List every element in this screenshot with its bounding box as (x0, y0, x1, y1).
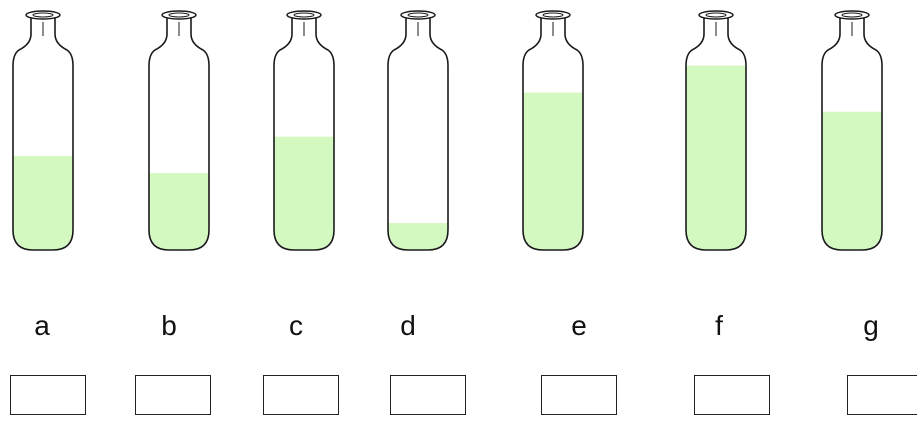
liquid-d (388, 223, 448, 250)
liquid-a (13, 155, 73, 250)
tube-rim-inner-e (542, 12, 564, 18)
tube-rim-g (834, 10, 870, 20)
tube-rim-inner-a (32, 12, 54, 18)
tube-label-b: b (161, 310, 177, 341)
tube-rim-inner-c (293, 12, 315, 18)
tube-rim-inner-b (168, 12, 190, 18)
tube-rim-a (25, 10, 61, 20)
tube-outline-c (273, 18, 335, 251)
tube-rim-f (698, 10, 734, 20)
tube-outline-b (148, 18, 210, 251)
liquid-g (822, 111, 882, 250)
answer-box-c[interactable] (263, 375, 339, 415)
tube-outline-d (387, 18, 449, 251)
test-tube-a (12, 10, 74, 251)
tube-label-g: g (863, 310, 879, 341)
test-tube-b (148, 10, 210, 251)
answer-box-e[interactable] (541, 375, 617, 415)
answer-box-a[interactable] (10, 375, 86, 415)
test-tube-d (387, 10, 449, 251)
answer-box-f[interactable] (694, 375, 770, 415)
tube-rim-inner-f (705, 12, 727, 18)
tube-outline-g (821, 18, 883, 251)
liquid-c (274, 136, 334, 250)
tube-rim-c (286, 10, 322, 20)
tube-rim-b (161, 10, 197, 20)
test-tube-c (273, 10, 335, 251)
liquid-b (149, 173, 209, 250)
test-tube-e (522, 10, 584, 251)
answer-box-b[interactable] (135, 375, 211, 415)
tube-outline-e (522, 18, 584, 251)
answer-box-g[interactable] (847, 375, 917, 415)
tube-label-f: f (715, 310, 723, 341)
test-tube-f (685, 10, 747, 251)
tube-rim-inner-g (841, 12, 863, 18)
tube-label-c: c (289, 310, 303, 341)
tube-label-d: d (400, 310, 416, 341)
tube-outline-f (685, 18, 747, 251)
liquid-e (523, 92, 583, 250)
tube-outline-a (12, 18, 74, 251)
tube-rim-d (400, 10, 436, 20)
test-tube-g (821, 10, 883, 251)
liquid-f (686, 65, 746, 250)
answer-box-d[interactable] (390, 375, 466, 415)
tube-rim-inner-d (407, 12, 429, 18)
tube-rim-e (535, 10, 571, 20)
tube-label-a: a (34, 310, 50, 341)
tube-label-e: e (571, 310, 587, 341)
